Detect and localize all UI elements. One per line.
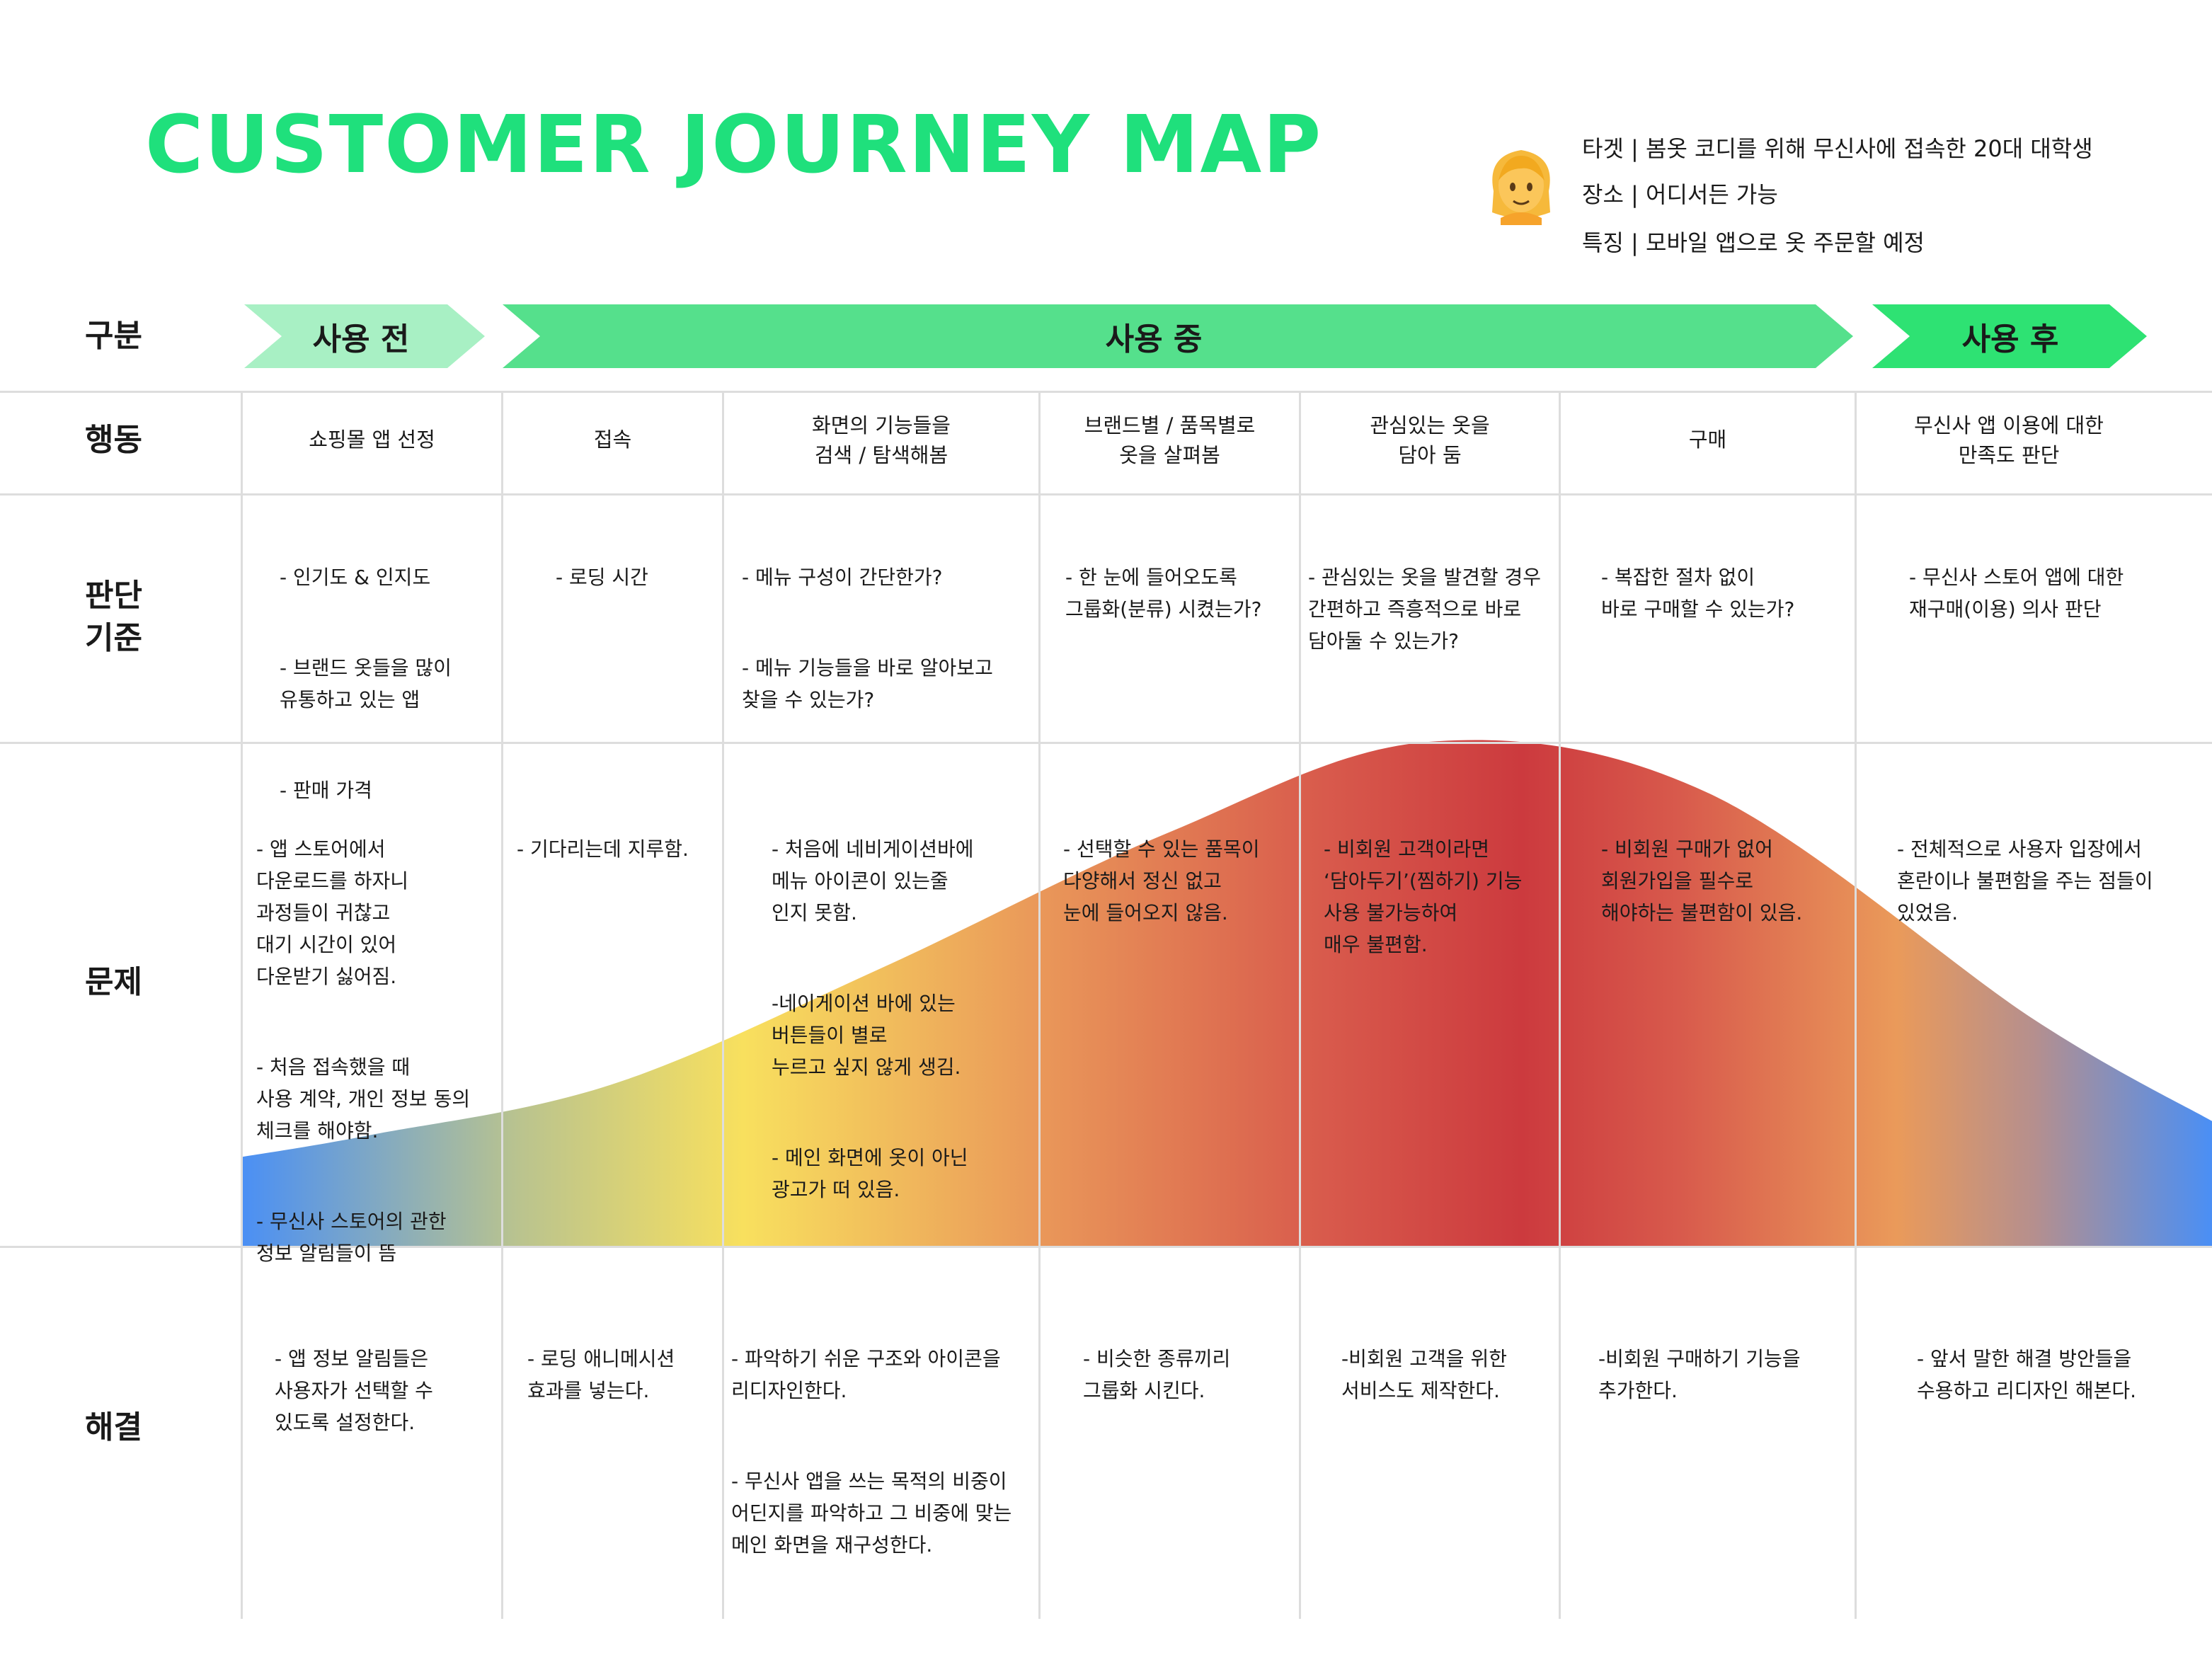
phase-arrow-post bbox=[1872, 304, 2147, 368]
problem-item: - 메인 화면에 옷이 아닌 광고가 떠 있음. bbox=[772, 1146, 968, 1201]
problem-item: - 비회원 구매가 없어 회원가입을 필수로 해야하는 불편함이 있음. bbox=[1601, 837, 1803, 924]
phase-label-mid: 사용 중 bbox=[1105, 321, 1203, 357]
grid-line bbox=[0, 391, 2212, 393]
solution-cell: - 앞서 말한 해결 방안들을 수용하고 리디자인 해본다. bbox=[1917, 1311, 2207, 1465]
grid-line bbox=[0, 1246, 2212, 1248]
row-label-solution: 해결 bbox=[85, 1409, 142, 1445]
criteria-cell: - 인기도 & 인지도 - 브랜드 옷들을 많이 유통하고 있는 앱 - 판매 … bbox=[280, 529, 499, 865]
criteria-item: - 판매 가격 bbox=[280, 779, 372, 802]
criteria-cell: - 메뉴 구성이 간단한가? - 메뉴 기능들을 바로 알아보고 찾을 수 있는… bbox=[742, 529, 1036, 774]
grid-line bbox=[0, 742, 2212, 744]
criteria-cell: - 로딩 시간 bbox=[556, 529, 718, 652]
solution-cell: - 앱 정보 알림들은 사용자가 선택할 수 있도록 설정한다. bbox=[275, 1311, 498, 1497]
solution-item: - 앱 정보 알림들은 사용자가 선택할 수 있도록 설정한다. bbox=[275, 1347, 433, 1434]
criteria-item: - 로딩 시간 bbox=[556, 566, 648, 589]
solution-item: - 무신사 앱을 쓰는 목적의 비중이 어딘지를 파악하고 그 비중에 맞는 메… bbox=[731, 1470, 1012, 1557]
problem-item: - 비회원 고객이라면 ‘담아두기’(찜하기) 기능 사용 불가능하여 매우 불… bbox=[1324, 837, 1523, 956]
criteria-item: - 한 눈에 들어오도록 그룹화(분류) 시켰는가? bbox=[1065, 566, 1262, 621]
persona-target: 타겟 | 봄옷 코디를 위해 무신사에 접속한 20대 대학생 bbox=[1582, 135, 2093, 162]
grid-line bbox=[501, 391, 503, 1619]
problem-item: -네이게이션 바에 있는 버튼들이 별로 누르고 싶지 않게 생김. bbox=[772, 992, 961, 1079]
action-cell: 관심있는 옷을 담아 둠 bbox=[1370, 413, 1490, 467]
emotion-curve-area bbox=[241, 740, 2212, 1246]
row-label-criteria-1: 판단 bbox=[85, 578, 142, 614]
problem-cell: - 기다리는데 지루함. bbox=[517, 801, 722, 924]
solution-item: - 로딩 애니메시션 효과를 넣는다. bbox=[527, 1347, 675, 1402]
grid-line bbox=[1559, 391, 1561, 1619]
solution-item: - 비슷한 종류끼리 그룹화 시킨다. bbox=[1083, 1347, 1231, 1402]
problem-item: - 처음 접속했을 때 사용 계약, 개인 정보 동의 체크를 해야함. bbox=[256, 1055, 471, 1142]
solution-item: -비회원 구매하기 기능을 추가한다. bbox=[1598, 1347, 1801, 1402]
phase-arrow-pre bbox=[244, 304, 485, 368]
criteria-cell: - 관심있는 옷을 발견할 경우 간편하고 즉흥적으로 바로 담아둘 수 있는가… bbox=[1308, 529, 1559, 716]
problem-cell: - 비회원 고객이라면 ‘담아두기’(찜하기) 기능 사용 불가능하여 매우 불… bbox=[1324, 801, 1557, 1019]
action-cell: 화면의 기능들을 검색 / 탐색해봄 bbox=[812, 413, 951, 467]
criteria-cell: - 무신사 스토어 앱에 대한 재구매(이용) 의사 판단 bbox=[1909, 529, 2206, 684]
problem-item: - 처음에 네비게이션바에 메뉴 아이콘이 있는줄 인지 못함. bbox=[772, 837, 974, 924]
solution-item: -비회원 고객을 위한 서비스도 제작한다. bbox=[1341, 1347, 1507, 1402]
criteria-item: - 복잡한 절차 없이 바로 구매할 수 있는가? bbox=[1601, 566, 1795, 621]
action-cell: 무신사 앱 이용에 대한 만족도 판단 bbox=[1914, 413, 2104, 467]
grid-line bbox=[241, 391, 243, 1619]
problem-item: - 앱 스토어에서 다운로드를 하자니 과정들이 귀찮고 대기 시간이 있어 다… bbox=[256, 837, 408, 988]
problem-cell: - 앱 스토어에서 다운로드를 하자니 과정들이 귀찮고 대기 시간이 있어 다… bbox=[256, 801, 497, 1328]
grid-line bbox=[1038, 391, 1041, 1619]
phase-label-pre: 사용 전 bbox=[312, 321, 410, 357]
criteria-item: - 브랜드 옷들을 많이 유통하고 있는 앱 bbox=[280, 656, 452, 711]
phase-arrow-mid bbox=[503, 304, 1853, 368]
solution-item: - 앞서 말한 해결 방안들을 수용하고 리디자인 해본다. bbox=[1917, 1347, 2137, 1402]
phase-arrows bbox=[244, 304, 2147, 368]
grid-line bbox=[1299, 391, 1301, 1619]
problem-cell: - 비회원 구매가 없어 회원가입을 필수로 해야하는 불편함이 있음. bbox=[1601, 801, 1852, 987]
row-label-criteria-2: 기준 bbox=[85, 620, 142, 656]
row-label-phase: 구분 bbox=[85, 318, 142, 354]
criteria-cell: - 복잡한 절차 없이 바로 구매할 수 있는가? bbox=[1601, 529, 1849, 684]
phase-label-post: 사용 후 bbox=[1961, 321, 2059, 357]
solution-item: - 파악하기 쉬운 구조와 아이콘을 리디자인한다. bbox=[731, 1347, 1001, 1402]
action-cell: 구매 bbox=[1688, 428, 1727, 452]
criteria-item: - 무신사 스토어 앱에 대한 재구매(이용) 의사 판단 bbox=[1909, 566, 2124, 621]
page-title: CUSTOMER JOURNEY MAP bbox=[145, 99, 1323, 191]
action-cell: 브랜드별 / 품목별로 옷을 살펴봄 bbox=[1084, 413, 1256, 467]
solution-cell: -비회원 고객을 위한 서비스도 제작한다. bbox=[1341, 1311, 1557, 1465]
grid-line bbox=[1855, 391, 1857, 1619]
criteria-item: - 메뉴 구성이 간단한가? bbox=[742, 566, 943, 589]
grid-line bbox=[722, 391, 724, 1619]
problem-cell: - 선택할 수 있는 품목이 다양해서 정신 없고 눈에 들어오지 않음. bbox=[1063, 801, 1297, 987]
solution-cell: -비회원 구매하기 기능을 추가한다. bbox=[1598, 1311, 1850, 1465]
problem-item: - 선택할 수 있는 품목이 다양해서 정신 없고 눈에 들어오지 않음. bbox=[1063, 837, 1260, 924]
criteria-cell: - 한 눈에 들어오도록 그룹화(분류) 시켰는가? bbox=[1065, 529, 1295, 684]
solution-cell: - 파악하기 쉬운 구조와 아이콘을 리디자인한다. - 무신사 앱을 쓰는 목… bbox=[731, 1311, 1036, 1620]
grid-line bbox=[0, 493, 2212, 495]
criteria-item: - 관심있는 옷을 발견할 경우 간편하고 즉흥적으로 바로 담아둘 수 있는가… bbox=[1308, 566, 1542, 653]
persona-place: 장소 | 어디서든 가능 bbox=[1582, 181, 1778, 208]
solution-cell: - 비슷한 종류끼리 그룹화 시킨다. bbox=[1083, 1311, 1295, 1465]
problem-cell: - 전체적으로 사용자 입장에서 혼란이나 불편함을 주는 점들이 있었음. bbox=[1897, 801, 2208, 987]
persona-feature: 특징 | 모바일 앱으로 옷 주문할 예정 bbox=[1582, 229, 1925, 256]
row-label-action: 행동 bbox=[85, 422, 142, 458]
criteria-item: - 메뉴 기능들을 바로 알아보고 찾을 수 있는가? bbox=[742, 656, 993, 711]
problem-item: - 기다리는데 지루함. bbox=[517, 837, 689, 861]
action-cell: 접속 bbox=[593, 428, 632, 452]
action-cell: 쇼핑몰 앱 선정 bbox=[309, 428, 435, 452]
woman-icon bbox=[1479, 142, 1563, 225]
problem-item: - 전체적으로 사용자 입장에서 혼란이나 불편함을 주는 점들이 있었음. bbox=[1897, 837, 2153, 924]
problem-item: - 무신사 스토어의 관한 정보 알림들이 뜸 bbox=[256, 1210, 447, 1265]
problem-cell: - 처음에 네비게이션바에 메뉴 아이콘이 있는줄 인지 못함. -네이게이션 … bbox=[772, 801, 1033, 1264]
solution-cell: - 로딩 애니메시션 효과를 넣는다. bbox=[527, 1311, 718, 1465]
row-label-problem: 문제 bbox=[85, 964, 142, 1000]
criteria-item: - 인기도 & 인지도 bbox=[280, 566, 431, 589]
